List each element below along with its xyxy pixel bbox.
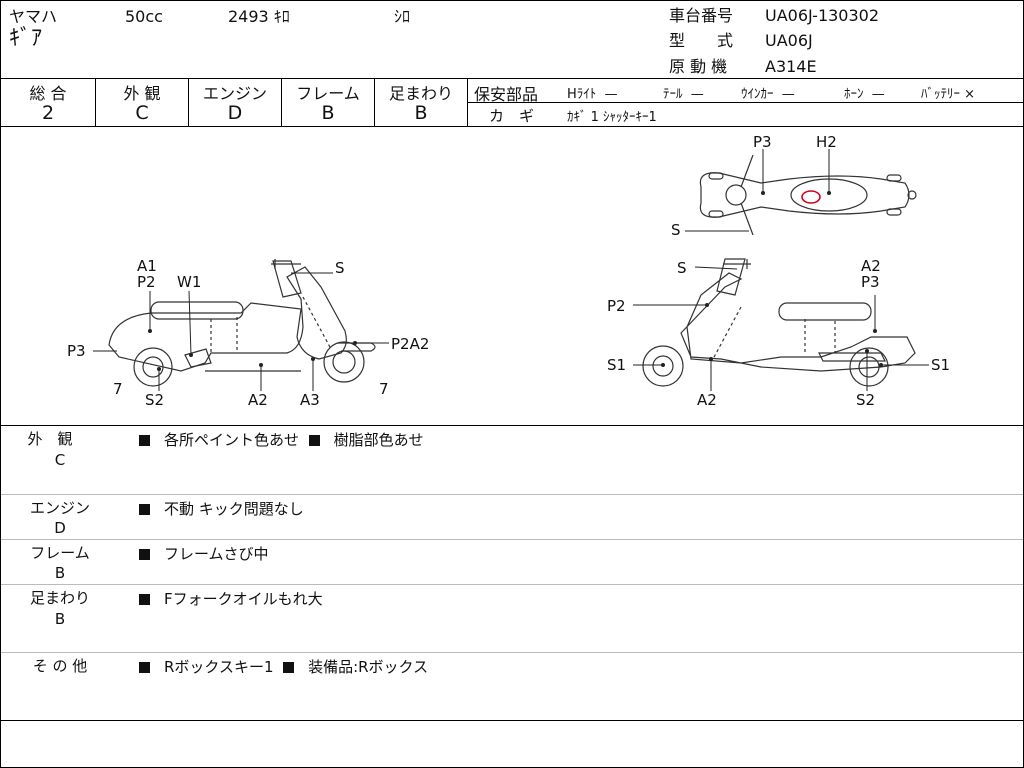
label-p3: P3 (67, 342, 86, 360)
grade-exterior-value: C (135, 102, 149, 124)
section-frame-grade: B (54, 564, 66, 582)
displacement: 50cc (125, 7, 163, 26)
label-s1-left: S1 (607, 356, 626, 374)
label-s1-right: S1 (931, 356, 950, 374)
label-s2-r: S2 (856, 391, 875, 409)
grade-frame-label: フレーム (296, 84, 360, 103)
body-color: ｼﾛ (394, 7, 411, 26)
section-exterior-items: 各所ペイント色あせ 樹脂部色あせ (139, 429, 424, 450)
damage-mark (801, 190, 821, 204)
grade-overall-label: 総 合 (29, 84, 67, 103)
label-p2-r: P2 (607, 297, 626, 315)
section-suspension-grade: B (54, 610, 66, 628)
section-suspension-label: 足まわり (29, 589, 90, 607)
grade-overall-value: 2 (41, 102, 55, 124)
label-s-top: S (671, 221, 681, 239)
scooter-damage-diagram: A1 P2 W1 S P3 P2A2 7 S2 A2 A3 7 S A2 P3 … (67, 133, 950, 409)
label-p2: P2 (137, 273, 156, 291)
section-other-label: そ の 他 (32, 657, 88, 675)
section-exterior-label: 外 観 (27, 430, 73, 448)
section-frame-label: フレーム (30, 544, 90, 562)
scooter-left-view (108, 259, 376, 387)
section-suspension-items: Fフォークオイルもれ大 (139, 588, 323, 609)
section-engine-label: エンジン (29, 499, 90, 517)
model-name: ｷﾞｱ (9, 26, 43, 51)
type-label: 型 式 (669, 31, 734, 50)
label-s2: S2 (145, 391, 164, 409)
key-label: カ ギ (489, 107, 535, 125)
frame-number-value: UA06J-130302 (765, 6, 880, 25)
label-p3-top: P3 (753, 133, 772, 151)
safety-item-tail: ﾃｰﾙ — (663, 87, 704, 102)
grade-exterior-label: 外 観 (123, 84, 161, 103)
safety-item-battery: ﾊﾞｯﾃﾘｰ × (921, 87, 976, 102)
label-s-r: S (677, 259, 687, 277)
label-7-right: 7 (379, 380, 389, 398)
section-engine-grade: D (54, 519, 66, 537)
section-engine-items: 不動 キック問題なし (139, 498, 304, 519)
label-a2-r2: A2 (697, 391, 717, 409)
safety-item-headlight: Hﾗｲﾄ — (567, 87, 618, 102)
mileage: 2493 ｷﾛ (228, 7, 290, 26)
key-value: ｶｷﾞ 1 ｼｬｯﾀｰｷｰ1 (567, 110, 657, 125)
grade-engine-label: エンジン (202, 84, 267, 103)
safety-parts-label: 保安部品 (474, 85, 539, 104)
scooter-top-view (699, 154, 917, 236)
label-p3-r: P3 (861, 273, 880, 291)
label-h2-top: H2 (816, 133, 837, 151)
section-other-items: Rボックスキー1 装備品:Rボックス (139, 656, 428, 677)
engine-value: A314E (765, 57, 817, 76)
maker: ヤマハ (9, 7, 58, 26)
scooter-right-view (642, 258, 916, 387)
section-exterior-grade: C (54, 451, 66, 469)
label-a3: A3 (300, 391, 320, 409)
frame-number-label: 車台番号 (669, 6, 734, 25)
section-frame-items: フレームさび中 (139, 543, 269, 564)
label-p2a2: P2A2 (391, 335, 429, 353)
safety-item-winker: ｳｲﾝｶｰ — (741, 87, 795, 102)
label-a2-r: A2 (861, 257, 881, 275)
label-7-left: 7 (113, 380, 123, 398)
engine-label: 原 動 機 (669, 57, 728, 76)
grade-suspension-label: 足まわり (388, 84, 453, 103)
type-value: UA06J (765, 31, 813, 50)
label-w1: W1 (177, 273, 201, 291)
label-a2: A2 (248, 391, 268, 409)
grade-engine-value: D (227, 102, 243, 124)
label-s: S (335, 259, 345, 277)
grade-frame-value: B (321, 102, 335, 124)
safety-item-horn: ﾎｰﾝ — (844, 87, 885, 102)
label-a1: A1 (137, 257, 157, 275)
grade-suspension-value: B (414, 102, 428, 124)
